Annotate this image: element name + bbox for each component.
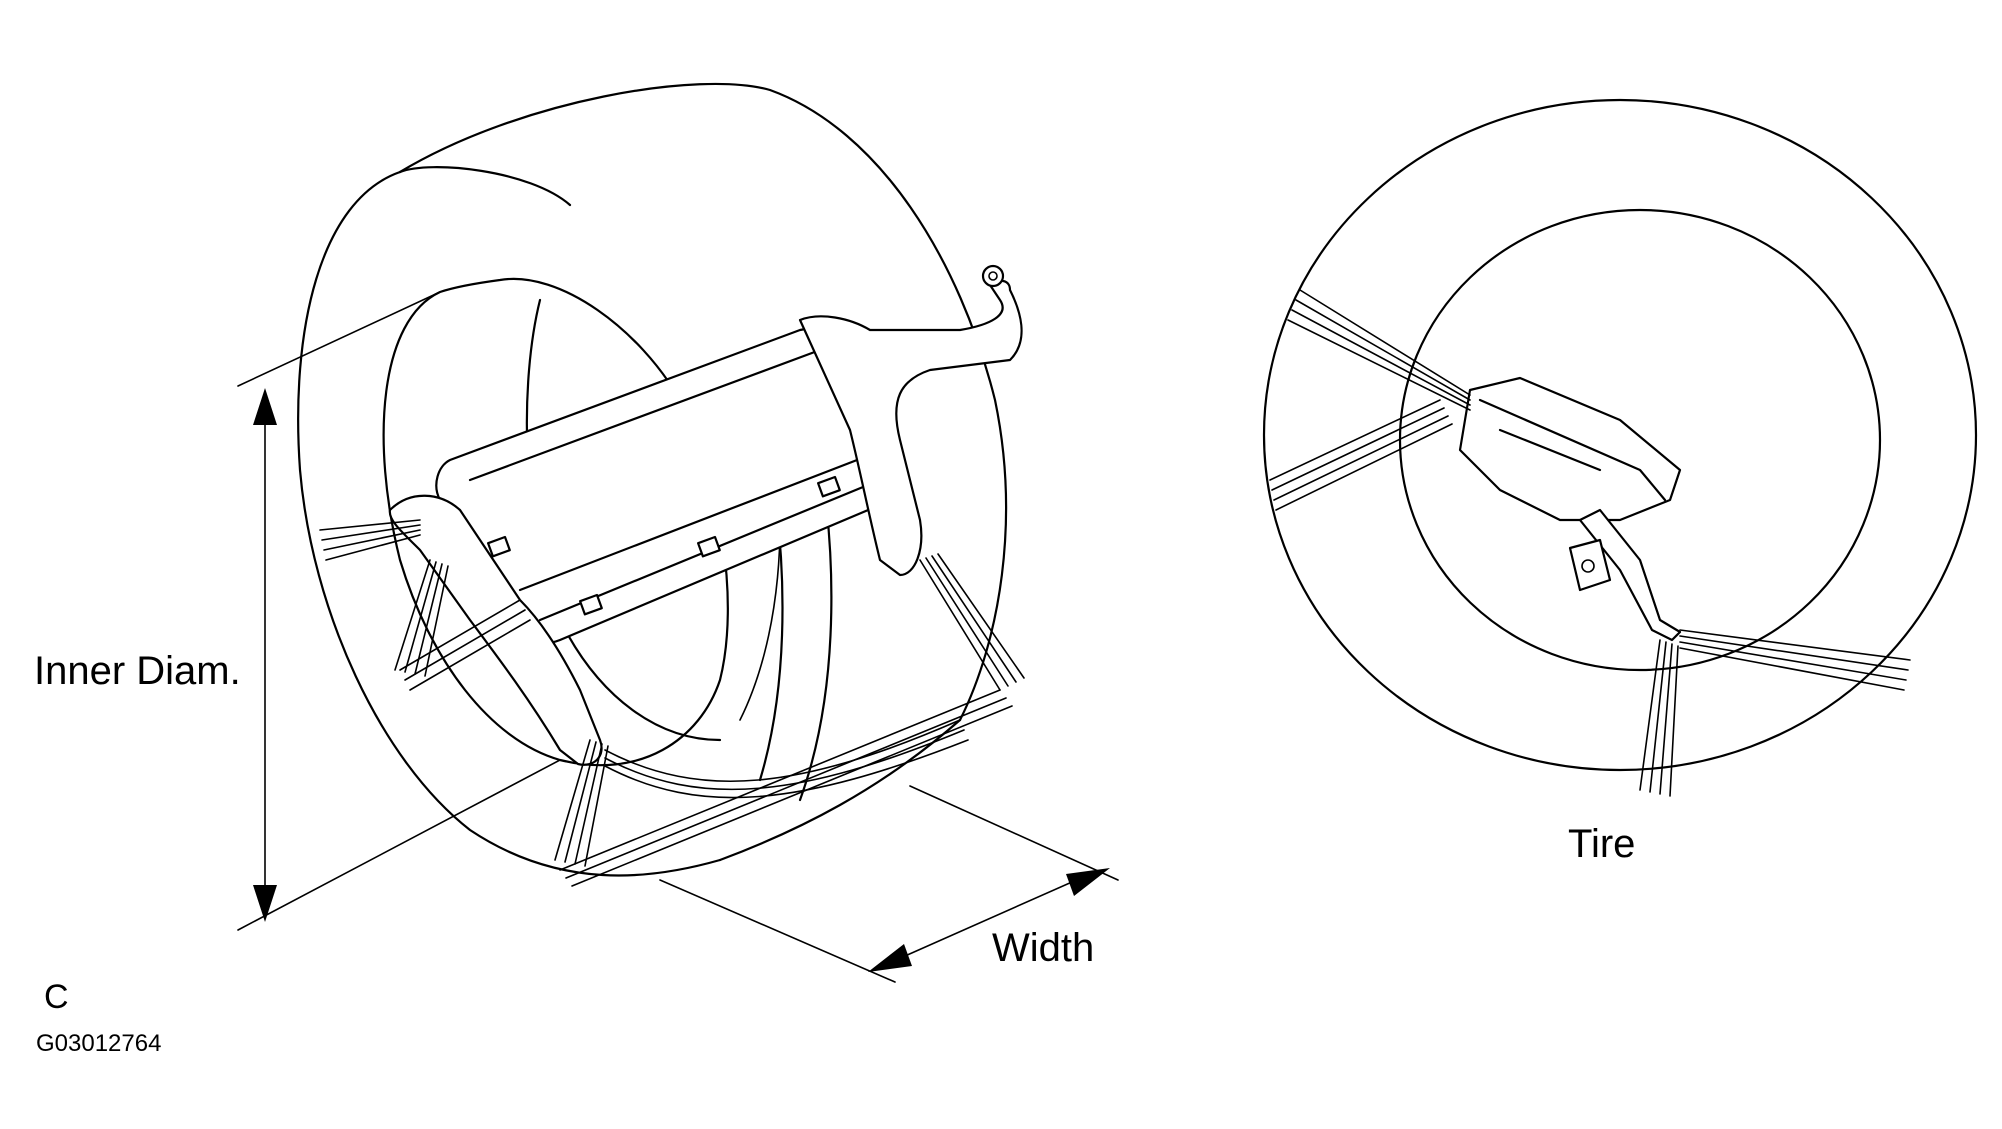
bracket-left — [388, 494, 603, 766]
width-label: Width — [992, 926, 1095, 970]
tire-inner-bead — [382, 277, 729, 767]
wire-tie-bundles — [319, 519, 1025, 887]
inner-diameter-dimension — [237, 291, 561, 931]
width-dimension — [659, 785, 1119, 983]
figure-code: G03012764 — [36, 1030, 162, 1057]
inner-diameter-label: Inner Diam. — [34, 649, 241, 693]
tire-front-outer-rim — [297, 170, 722, 877]
bracket-right — [798, 279, 1023, 577]
tire-label: Tire — [1568, 822, 1636, 866]
tire-back-outline — [398, 82, 1008, 722]
bracket-side — [1578, 508, 1682, 642]
tire-side-view — [1262, 98, 1978, 797]
tire-perspective-view — [237, 82, 1119, 983]
figure-letter: C — [44, 978, 69, 1016]
airbag-module-side — [1458, 376, 1682, 522]
tire-outer-circle — [1262, 98, 1978, 772]
connector-ring — [981, 264, 1005, 288]
